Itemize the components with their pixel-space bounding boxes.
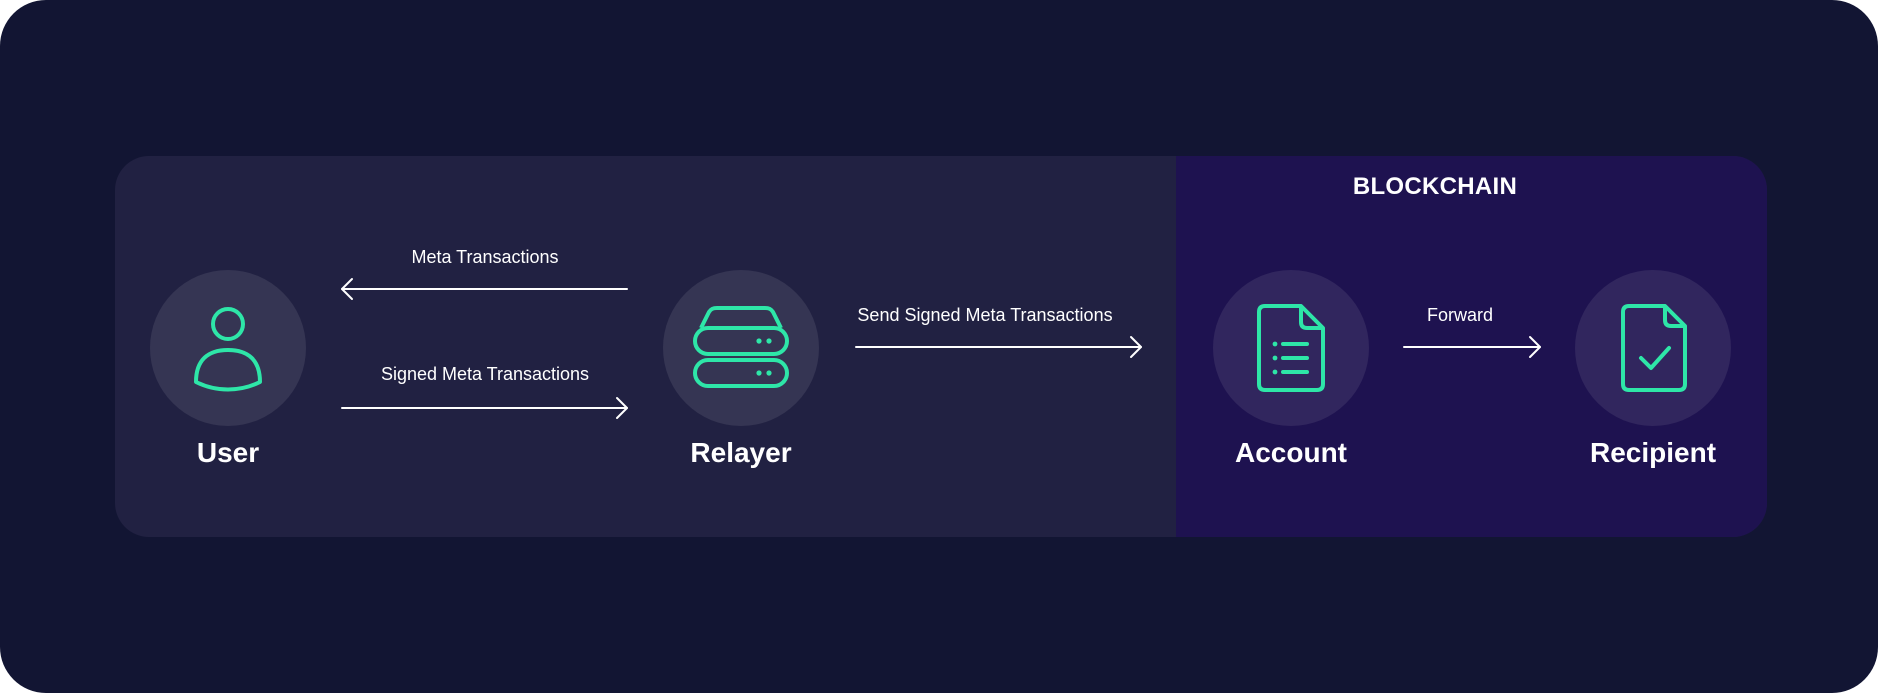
edge-label-send-signed-meta-transactions: Send Signed Meta Transactions: [857, 305, 1113, 325]
blockchain-title: BLOCKCHAIN: [1352, 173, 1518, 200]
edge-label-meta-transactions: Meta Transactions: [411, 247, 559, 267]
user-label: User: [196, 437, 260, 468]
recipient-node: [1575, 270, 1731, 426]
recipient-label: Recipient: [1589, 437, 1717, 468]
document-check-icon: [1621, 304, 1687, 392]
account-node: [1213, 270, 1369, 426]
offchain-panel: [115, 156, 1767, 537]
edge-label-forward: Forward: [1426, 305, 1493, 325]
user-icon: [194, 307, 262, 392]
edge-label-signed-meta-transactions: Signed Meta Transactions: [380, 364, 590, 384]
document-list-icon: [1257, 304, 1325, 392]
relayer-label: Relayer: [690, 437, 792, 468]
relayer-node: [663, 270, 819, 426]
server-icon: [693, 306, 789, 388]
user-node: [150, 270, 306, 426]
account-label: Account: [1235, 437, 1347, 468]
